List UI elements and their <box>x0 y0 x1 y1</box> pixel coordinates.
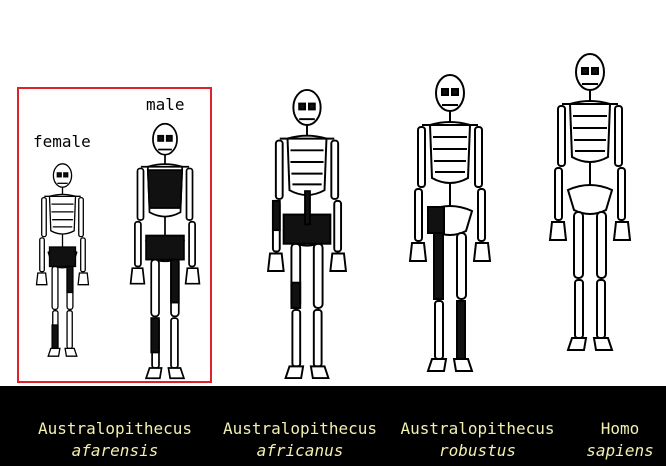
caption-species: robustus <box>390 440 565 462</box>
sapiens-skeleton <box>540 26 640 378</box>
robustus-skeleton <box>400 64 500 382</box>
caption-genus: Australopithecus <box>215 418 385 440</box>
caption-species: afarensis <box>20 440 210 462</box>
female-label: female <box>33 132 91 151</box>
caption-species: sapiens <box>575 440 665 462</box>
caption-genus: Homo <box>575 418 665 440</box>
caption-genus: Australopithecus <box>20 418 210 440</box>
caption-africanus: Australopithecus africanus <box>215 418 385 462</box>
caption-genus: Australopithecus <box>390 418 565 440</box>
caption-sapiens: Homo sapiens <box>575 418 665 462</box>
afarensis-female-skeleton <box>30 160 95 360</box>
male-label: male <box>146 95 185 114</box>
africanus-skeleton <box>258 88 356 380</box>
caption-robustus: Australopithecus robustus <box>390 418 565 462</box>
caption-afarensis: Australopithecus afarensis <box>20 418 210 462</box>
caption-species: africanus <box>215 440 385 462</box>
afarensis-male-skeleton <box>120 122 210 380</box>
